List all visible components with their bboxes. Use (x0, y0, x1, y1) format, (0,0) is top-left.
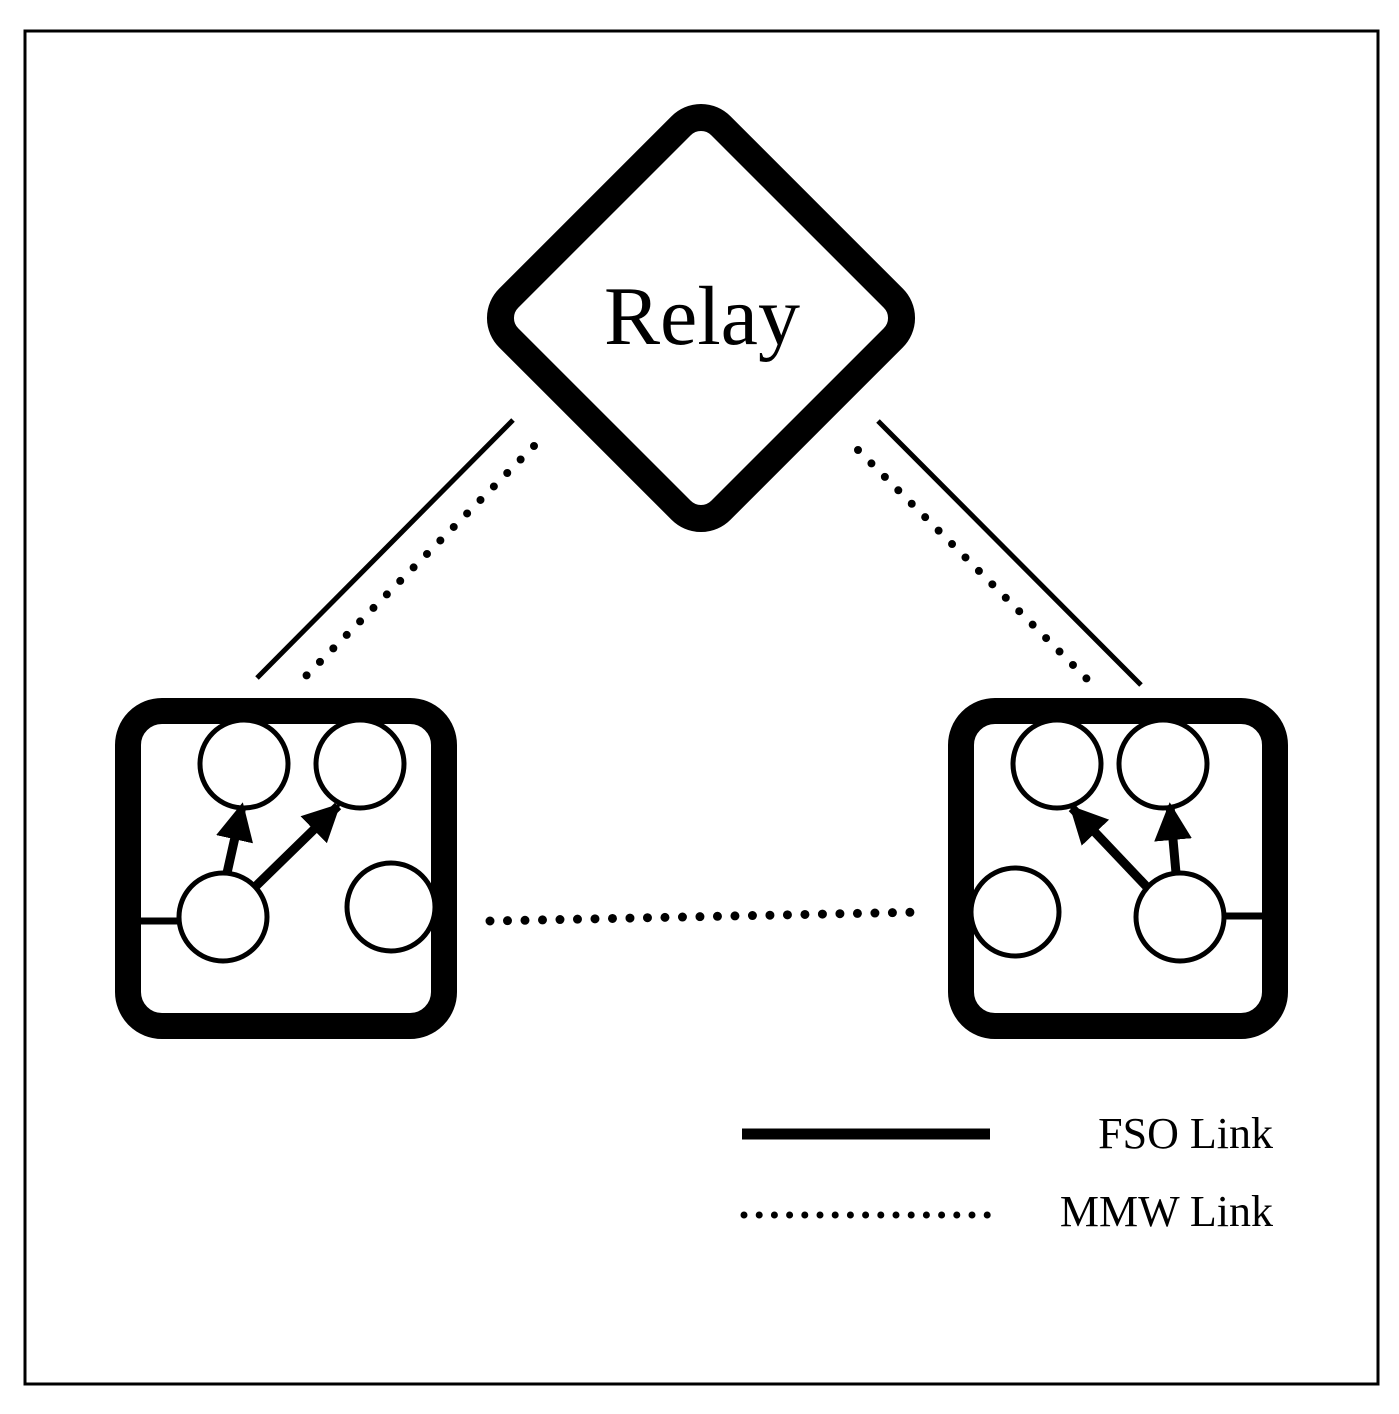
fso-link-relay-left (255, 418, 515, 680)
left-cluster (115, 698, 457, 1039)
mmw-link-relay-right (854, 446, 1095, 687)
left-arrow-up (216, 802, 254, 874)
mmw-link-relay-left (297, 442, 538, 685)
left-node-top-right (313, 717, 407, 811)
left-arrow-diagonal (252, 802, 342, 890)
right-arrow-up (1154, 802, 1192, 874)
right-arrow-diagonal (1068, 804, 1150, 890)
left-node-source (176, 870, 270, 964)
legend-fso-label: FSO Link (1098, 1109, 1273, 1158)
relay-node: Relay (486, 103, 916, 533)
relay-diamond (486, 103, 916, 533)
fso-link-relay-right (876, 419, 1143, 687)
relay-label: Relay (604, 270, 800, 363)
right-node-side (968, 865, 1062, 959)
legend-mmw-label: MMW Link (1060, 1187, 1273, 1236)
legend: FSO Link MMW Link (740, 1109, 1273, 1236)
right-cluster (948, 698, 1288, 1039)
right-node-top-right (1116, 717, 1210, 811)
left-node-side (344, 860, 438, 954)
right-node-source (1133, 870, 1227, 964)
mmw-link-left-right (485, 907, 929, 926)
right-node-top-left (1010, 717, 1104, 811)
left-node-top-left (197, 717, 291, 811)
